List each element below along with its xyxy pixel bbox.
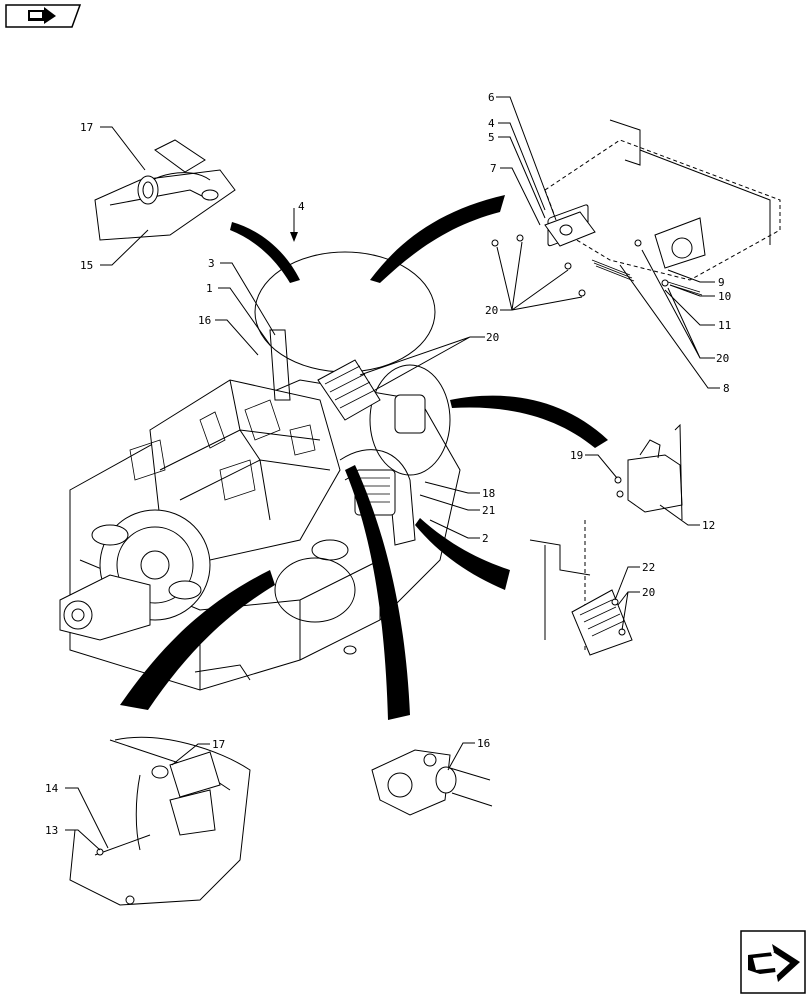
callout-labels: 17 15 4 3 1 16 6 4 5 7 20 20 8 9 10 11 2… — [45, 91, 731, 837]
label-16-bottom: 16 — [477, 737, 490, 750]
label-20-right: 20 — [716, 352, 729, 365]
label-22: 22 — [642, 561, 655, 574]
detail-frame-bracket — [491, 119, 781, 297]
label-10: 10 — [718, 290, 731, 303]
label-20-top: 20 — [485, 304, 498, 317]
label-8: 8 — [723, 382, 730, 395]
label-4-arrow: 4 — [298, 200, 305, 213]
label-18: 18 — [482, 487, 495, 500]
label-3: 3 — [208, 257, 215, 270]
label-16-main: 16 — [198, 314, 211, 327]
detail-reservoir — [614, 423, 683, 521]
label-1: 1 — [206, 282, 213, 295]
label-5: 5 — [488, 131, 495, 144]
label-13: 13 — [45, 824, 58, 837]
label-12: 12 — [702, 519, 715, 532]
label-9: 9 — [718, 276, 725, 289]
label-7: 7 — [490, 162, 497, 175]
next-page-arrow-icon[interactable] — [740, 930, 806, 994]
label-4: 4 — [488, 117, 495, 130]
label-21: 21 — [482, 504, 495, 517]
detail-hose-clamp-top — [94, 139, 236, 241]
detail-bottom-middle — [371, 749, 493, 816]
label-19: 19 — [570, 449, 583, 462]
label-14: 14 — [45, 782, 59, 795]
label-20-mid: 20 — [486, 331, 499, 344]
book-arrow-icon[interactable] — [5, 4, 82, 28]
detail-plate — [529, 520, 633, 656]
callout-swooshes — [120, 195, 608, 720]
label-11: 11 — [718, 319, 731, 332]
engine-assembly — [59, 208, 461, 691]
label-6: 6 — [488, 91, 495, 104]
label-17-top: 17 — [80, 121, 93, 134]
label-2: 2 — [482, 532, 489, 545]
leader-lines — [65, 96, 720, 851]
label-15: 15 — [80, 259, 93, 272]
label-20-plate: 20 — [642, 586, 655, 599]
label-17-bottom: 17 — [212, 738, 225, 751]
detail-bottom-left — [69, 736, 251, 906]
